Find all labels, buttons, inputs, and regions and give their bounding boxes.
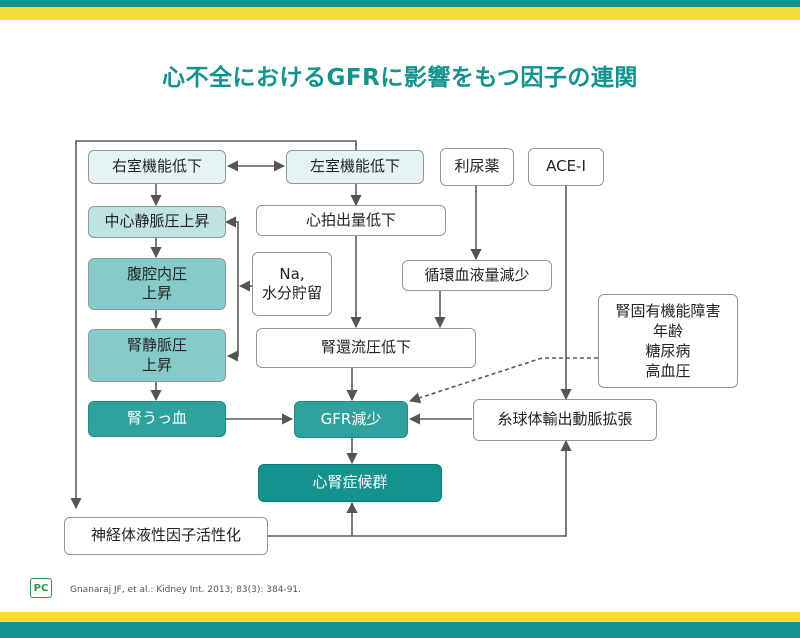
diagram-title: 心不全におけるGFRに影響をもつ因子の連関: [162, 65, 638, 91]
node-renal-congestion: 腎うっ血: [88, 401, 226, 437]
bracket-cvp-renalvein: [224, 216, 239, 362]
node-cardiac-output-decrease: 心拍出量低下: [256, 205, 446, 236]
node-risk-line2: 年齢: [652, 321, 683, 340]
node-diuretic: 利尿薬: [440, 148, 514, 186]
node-renal-vein-line2: 上昇: [141, 355, 172, 374]
publisher-logo: PC: [30, 578, 52, 598]
bottom-yellow-band: [0, 612, 800, 622]
node-risk-line1: 腎固有機能障害: [615, 301, 721, 320]
node-abdominal-pressure: 腹腔内圧 上昇: [88, 258, 226, 310]
top-yellow-band: [0, 7, 800, 20]
arrow-neuro-efferent: [268, 439, 572, 537]
node-abdominal-line2: 上昇: [141, 284, 172, 302]
node-abdominal-line1: 腹腔内圧: [126, 264, 187, 283]
node-circulating-volume-decrease: 循環血液量減少: [402, 260, 552, 291]
node-sodium-line2: 水分貯留: [261, 284, 322, 302]
node-renal-vein-pressure: 腎静脈圧 上昇: [88, 329, 226, 382]
arrow-loop-top: [70, 140, 357, 510]
node-renal-perfusion-decrease: 腎還流圧低下: [256, 328, 476, 368]
node-risk-line3: 糖尿病: [645, 342, 691, 360]
node-efferent-arteriole-dilation: 糸球体輸出動脈拡張: [473, 399, 657, 441]
arrow-risk-gfr: [408, 357, 598, 404]
node-renal-vein-line1: 腎静脈圧: [126, 336, 187, 354]
node-sodium-water-retention: Na, 水分貯留: [252, 252, 332, 316]
reference-citation: Gnanaraj JF, et al.: Kidney Int. 2013; 8…: [70, 585, 302, 595]
node-cardiorenal-syndrome: 心腎症候群: [258, 464, 442, 502]
node-risk-factors: 腎固有機能障害 年齢 糖尿病 高血圧: [598, 294, 738, 388]
node-risk-line4: 高血圧: [645, 362, 691, 381]
node-central-venous-pressure: 中心静脈圧上昇: [88, 206, 226, 238]
node-neurohumoral-activation: 神経体液性因子活性化: [64, 517, 268, 555]
bottom-teal-band: [0, 622, 800, 638]
node-sodium-line1: Na,: [279, 264, 305, 283]
node-gfr-decrease: GFR減少: [294, 401, 408, 438]
node-ace-inhibitor: ACE-I: [528, 148, 604, 186]
top-teal-band: [0, 0, 800, 7]
node-right-ventricle-dysfunction: 右室機能低下: [88, 150, 226, 184]
node-left-ventricle-dysfunction: 左室機能低下: [286, 150, 424, 184]
